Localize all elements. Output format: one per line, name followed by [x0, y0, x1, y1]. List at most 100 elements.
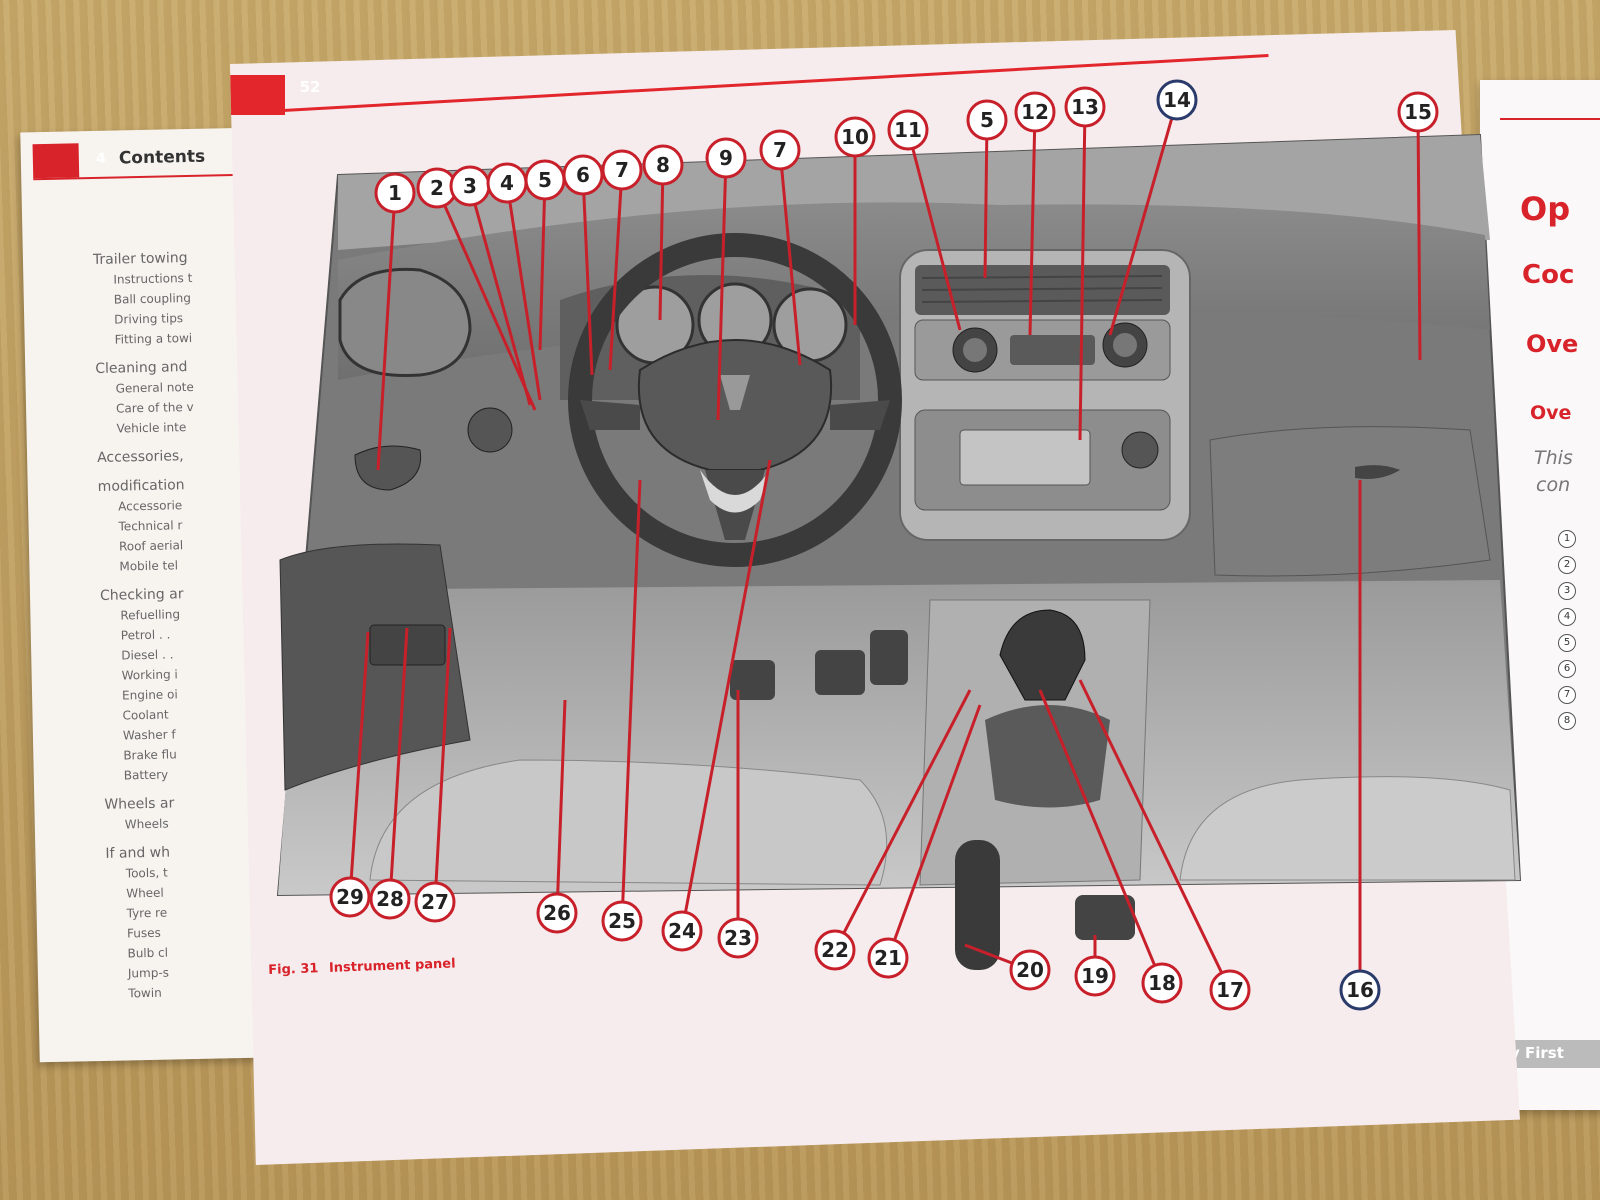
callout-ring: [374, 172, 416, 214]
callout-leader-line: [555, 699, 567, 914]
callout-number: 5: [980, 108, 994, 132]
callout-ring: [705, 137, 747, 179]
callout-ring: [536, 892, 578, 934]
callout-marker: 11: [887, 109, 929, 151]
callout-marker: 23: [717, 917, 759, 959]
callout-number: 20: [1016, 958, 1044, 982]
callout-marker: 10: [834, 116, 876, 158]
callout-leader-line: [906, 129, 962, 331]
item-number-marker: 1: [1558, 530, 1576, 548]
callout-ring: [717, 917, 759, 959]
callout-ring: [661, 910, 703, 952]
callout-number: 9: [719, 146, 733, 170]
callout-marker: 7: [759, 129, 801, 171]
callout-leader-line: [658, 164, 665, 321]
callout-marker: 20: [1009, 949, 1051, 991]
callout-marker: 14: [1156, 79, 1198, 121]
callout-marker: 12: [1014, 91, 1056, 133]
callout-marker: 28: [369, 878, 411, 920]
callout-marker: 24: [661, 910, 703, 952]
callout-ring: [329, 876, 371, 918]
callout-ring: [1141, 962, 1183, 1004]
callout-number: 24: [668, 919, 696, 943]
callout-leader-line: [1078, 679, 1232, 991]
callout-number: 5: [538, 168, 552, 192]
callout-leader-line: [608, 169, 624, 371]
callout-number: 25: [608, 909, 636, 933]
right-footer-text: y First: [1510, 1044, 1564, 1062]
right-intro-line-2: con: [1536, 474, 1571, 496]
callout-ring: [1339, 969, 1381, 1011]
callout-ring: [1156, 79, 1198, 121]
callout-marker: 16: [1339, 969, 1381, 1011]
callout-number: 13: [1071, 95, 1099, 119]
callout-marker: 25: [601, 900, 643, 942]
figure-label: Fig. 31: [268, 961, 319, 978]
callout-ring: [601, 900, 643, 942]
callout-leader-line: [1038, 689, 1164, 984]
callout-marker: 7: [601, 149, 643, 191]
callout-marker: 1: [374, 172, 416, 214]
callout-leader-line: [1028, 111, 1037, 336]
callout-number: 7: [773, 138, 787, 162]
callout-number: 17: [1216, 978, 1244, 1002]
callout-number: 15: [1404, 100, 1432, 124]
callout-ring: [1074, 955, 1116, 997]
callout-marker: 18: [1141, 962, 1183, 1004]
callout-ring: [966, 99, 1008, 141]
callout-leader-line: [620, 479, 642, 922]
callout-number: 22: [821, 938, 849, 962]
page-tab: [230, 75, 285, 115]
callout-marker: 26: [536, 892, 578, 934]
callout-leader-line: [388, 627, 409, 900]
right-heading-2: Coc: [1522, 260, 1575, 290]
callout-leader-line: [1108, 99, 1179, 336]
callout-marker: 22: [814, 929, 856, 971]
callout-number: 27: [421, 890, 449, 914]
callout-ring: [1209, 969, 1251, 1011]
callout-marker: 21: [867, 937, 909, 979]
callout-number: 12: [1021, 100, 1049, 124]
item-number-marker: 2: [1558, 556, 1576, 574]
callout-ring: [642, 144, 684, 186]
callout-ring: [369, 878, 411, 920]
callout-leader-line: [433, 627, 452, 903]
callout-ring: [887, 109, 929, 151]
callout-number: 28: [376, 887, 404, 911]
callout-leader-line: [581, 174, 594, 376]
callout-marker: 8: [642, 144, 684, 186]
item-number-marker: 3: [1558, 582, 1576, 600]
callout-leader-line: [886, 704, 982, 959]
right-heading-1: Op: [1520, 190, 1571, 228]
callout-leader-line: [538, 179, 547, 351]
callout-leader-line: [833, 689, 972, 951]
callout-number: 10: [841, 125, 869, 149]
callout-leader-line: [716, 157, 728, 421]
callout-number: 16: [1346, 978, 1374, 1002]
illustration-frame: [276, 133, 1522, 970]
callout-number: 6: [576, 163, 590, 187]
callout-number: 23: [724, 926, 752, 950]
item-number-marker: 4: [1558, 608, 1576, 626]
callout-ring: [1064, 86, 1106, 128]
callout-marker: 19: [1074, 955, 1116, 997]
callout-leader-line: [778, 149, 802, 366]
callout-leader-line: [1078, 106, 1087, 441]
callout-ring: [1009, 949, 1051, 991]
callout-ring: [814, 929, 856, 971]
item-number-marker: 6: [1558, 660, 1576, 678]
callout-marker: 5: [966, 99, 1008, 141]
callout-leader-line: [680, 459, 772, 932]
callout-number: 14: [1163, 88, 1191, 112]
callout-number: 4: [500, 171, 514, 195]
callout-number: 21: [874, 946, 902, 970]
callout-marker: 5: [524, 159, 566, 201]
callout-marker: 9: [705, 137, 747, 179]
callout-marker: 4: [486, 162, 528, 204]
callout-marker: 3: [449, 165, 491, 207]
callout-number: 18: [1148, 971, 1176, 995]
callout-leader-line: [376, 192, 397, 471]
item-number-marker: 7: [1558, 686, 1576, 704]
callout-ring: [562, 154, 604, 196]
